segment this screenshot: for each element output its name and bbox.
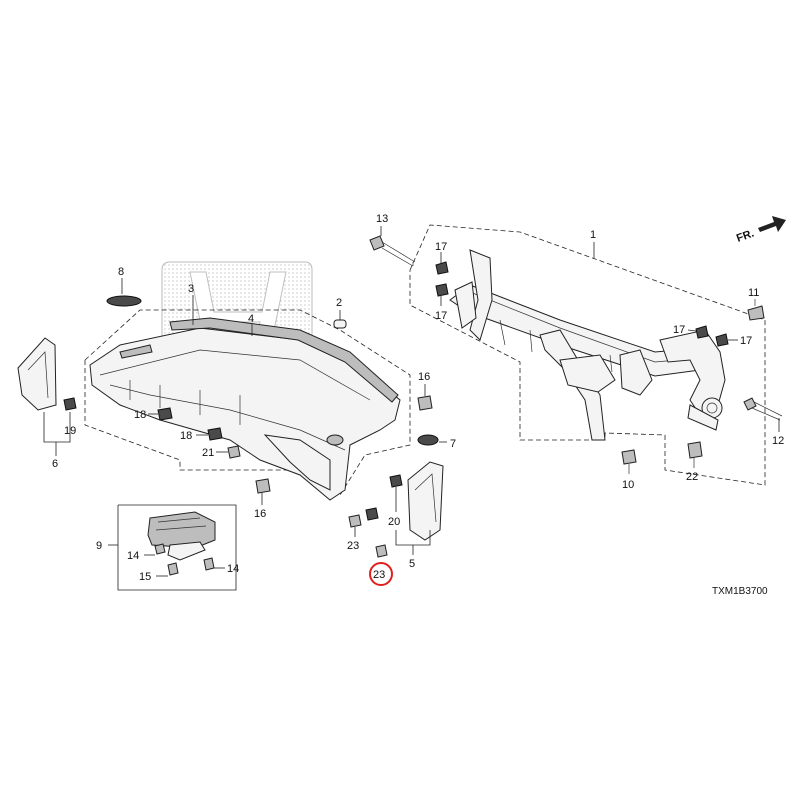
clip-near-23: [365, 507, 379, 521]
clip-21: [227, 445, 241, 459]
callout-1: 1: [590, 229, 596, 241]
callout-18-a: 18: [134, 409, 146, 421]
callout-4: 4: [248, 313, 254, 325]
front-direction-indicator: FR.: [735, 216, 786, 245]
callout-17-d: 17: [740, 335, 752, 347]
clip-17-upper: [435, 261, 729, 347]
part-9-group-outline: [108, 504, 237, 591]
callout-19: 19: [64, 425, 76, 437]
callout-23-a: 23: [347, 540, 359, 552]
callout-2: 2: [336, 297, 342, 309]
callout-18-b: 18: [180, 430, 192, 442]
side-cover-6: [17, 337, 57, 411]
callout-3: 3: [188, 283, 194, 295]
grille-7: [417, 434, 447, 446]
callout-8: 8: [118, 266, 124, 278]
callout-9: 9: [96, 540, 102, 552]
callout-17-c: 17: [673, 324, 685, 336]
nut-22: [687, 441, 703, 468]
callout-6: 6: [52, 458, 58, 470]
clip-18-a: [157, 407, 173, 421]
callout-17-b: 17: [435, 310, 447, 322]
screw-16-right: [417, 384, 433, 411]
callout-7: 7: [450, 438, 456, 450]
highlight-ring-23: [369, 562, 393, 586]
part-1-group-outline: [409, 224, 766, 486]
callout-23-b: 23: [373, 569, 385, 581]
callout-15: 15: [139, 571, 151, 583]
screw-23-b: [375, 544, 388, 558]
bolt-13: [369, 235, 416, 267]
bolt-11: [747, 299, 765, 321]
passenger-airbag-module: [147, 511, 216, 576]
callout-22: 22: [686, 471, 698, 483]
diagram-reference-code: TXM1B3700: [712, 586, 768, 597]
part-3-group-outline: [84, 309, 411, 496]
callout-13: 13: [376, 213, 388, 225]
callout-11: 11: [748, 287, 759, 299]
screw-23-a: [348, 514, 362, 537]
clip-18-b: [207, 427, 223, 441]
steering-hanger-beam: [449, 249, 726, 441]
instrument-panel: [89, 317, 401, 501]
callout-21: 21: [202, 447, 214, 459]
bolt-12: [743, 397, 783, 421]
callout-20: 20: [388, 516, 400, 528]
callout-5: 5: [409, 558, 415, 570]
front-direction-arrow-icon: [758, 216, 786, 232]
speaker-grille-8: [106, 278, 142, 307]
screw-16-lower: [255, 478, 271, 505]
callout-14-a: 14: [127, 550, 139, 562]
lower-cover-5: [407, 461, 444, 541]
callout-10: 10: [622, 479, 634, 491]
callout-16-a: 16: [254, 508, 266, 520]
callout-14-b: 14: [227, 563, 239, 575]
clip-20: [389, 474, 403, 512]
clip-19: [63, 397, 77, 411]
callout-12: 12: [772, 435, 784, 447]
callout-17-a: 17: [435, 241, 447, 253]
pin-2: [333, 310, 347, 329]
callout-16-b: 16: [418, 371, 430, 383]
front-label: FR.: [735, 227, 756, 244]
bolt-10: [621, 449, 637, 474]
